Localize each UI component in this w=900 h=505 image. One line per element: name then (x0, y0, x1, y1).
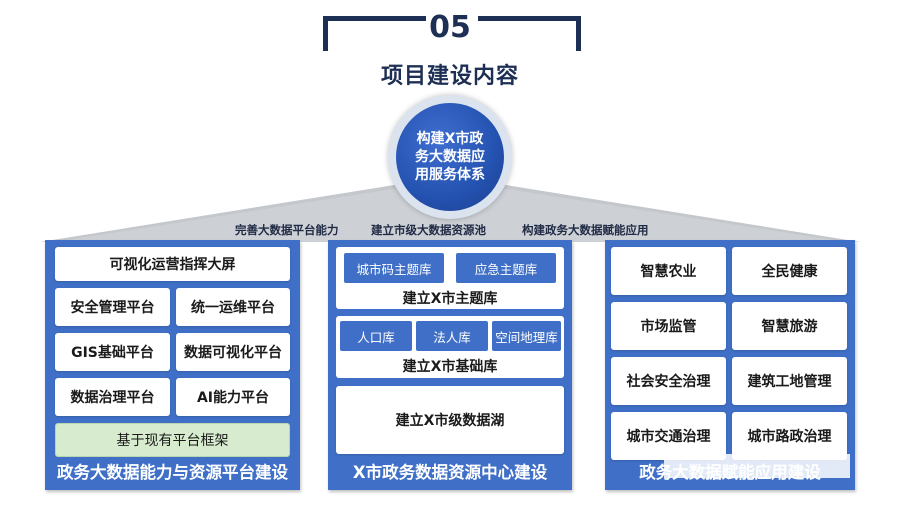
theme-library-title: 建立X市主题库 (402, 291, 498, 307)
application-item: 建筑工地管理 (732, 357, 847, 405)
roof-caption-1: 完善大数据平台能力 (235, 223, 339, 237)
theme-chip: 城市码主题库 (344, 253, 444, 283)
page-title: 项目建设内容 (380, 64, 519, 89)
base-library-group: 人口库 法人库 空间地理库 建立X市基础库 (336, 316, 564, 378)
left-panel-title: 政务大数据能力与资源平台建设 (57, 463, 288, 482)
base-chip: 法人库 (416, 321, 488, 351)
theme-library-group: 城市码主题库 应急主题库 建立X市主题库 (336, 247, 564, 309)
left-grid-item: GIS基础平台 (55, 333, 170, 371)
application-item: 智慧旅游 (732, 302, 847, 350)
header-bracket-left (323, 16, 426, 51)
left-grid-item: 统一运维平台 (176, 288, 290, 326)
platform-base-box: 基于现有平台框架 (55, 423, 290, 457)
watermark-overlay (664, 454, 850, 478)
command-screen-box: 可视化运营指挥大屏 (55, 247, 290, 281)
theme-chip: 应急主题库 (456, 253, 556, 283)
left-grid-item: 数据可视化平台 (176, 333, 290, 371)
center-circle-text: 构建X市政务大数据应用服务体系 (415, 131, 485, 183)
roof-caption-3: 构建政务大数据赋能应用 (522, 223, 649, 237)
left-grid-item: 安全管理平台 (55, 288, 170, 326)
header-bracket-right (478, 16, 581, 51)
base-library-title: 建立X市基础库 (402, 359, 498, 375)
left-panel: 可视化运营指挥大屏 安全管理平台 统一运维平台 GIS基础平台 数据可视化平台 … (45, 240, 300, 490)
application-item: 市场监管 (611, 302, 726, 350)
data-lake-box: 建立X市级数据湖 (336, 386, 564, 454)
application-item: 智慧农业 (611, 247, 726, 295)
right-panel: 智慧农业 全民健康 市场监管 智慧旅游 社会安全治理 建筑工地管理 城市交通治理… (605, 240, 855, 490)
roof-caption-2: 建立市级大数据资源池 (371, 223, 486, 237)
application-item: 全民健康 (732, 247, 847, 295)
section-number: 05 (429, 10, 471, 45)
left-grid-item: 数据治理平台 (55, 378, 170, 416)
base-chip: 人口库 (340, 321, 412, 351)
application-item: 社会安全治理 (611, 357, 726, 405)
base-chip: 空间地理库 (492, 321, 561, 351)
middle-panel-title: X市政务数据资源中心建设 (352, 463, 548, 482)
middle-panel: 城市码主题库 应急主题库 建立X市主题库 人口库 法人库 空间地理库 建立X市基… (328, 240, 572, 490)
left-grid-item: AI能力平台 (176, 378, 290, 416)
application-item: 城市交通治理 (611, 412, 726, 460)
application-item: 城市路政治理 (732, 412, 847, 460)
center-circle: 构建X市政务大数据应用服务体系 (396, 103, 504, 211)
